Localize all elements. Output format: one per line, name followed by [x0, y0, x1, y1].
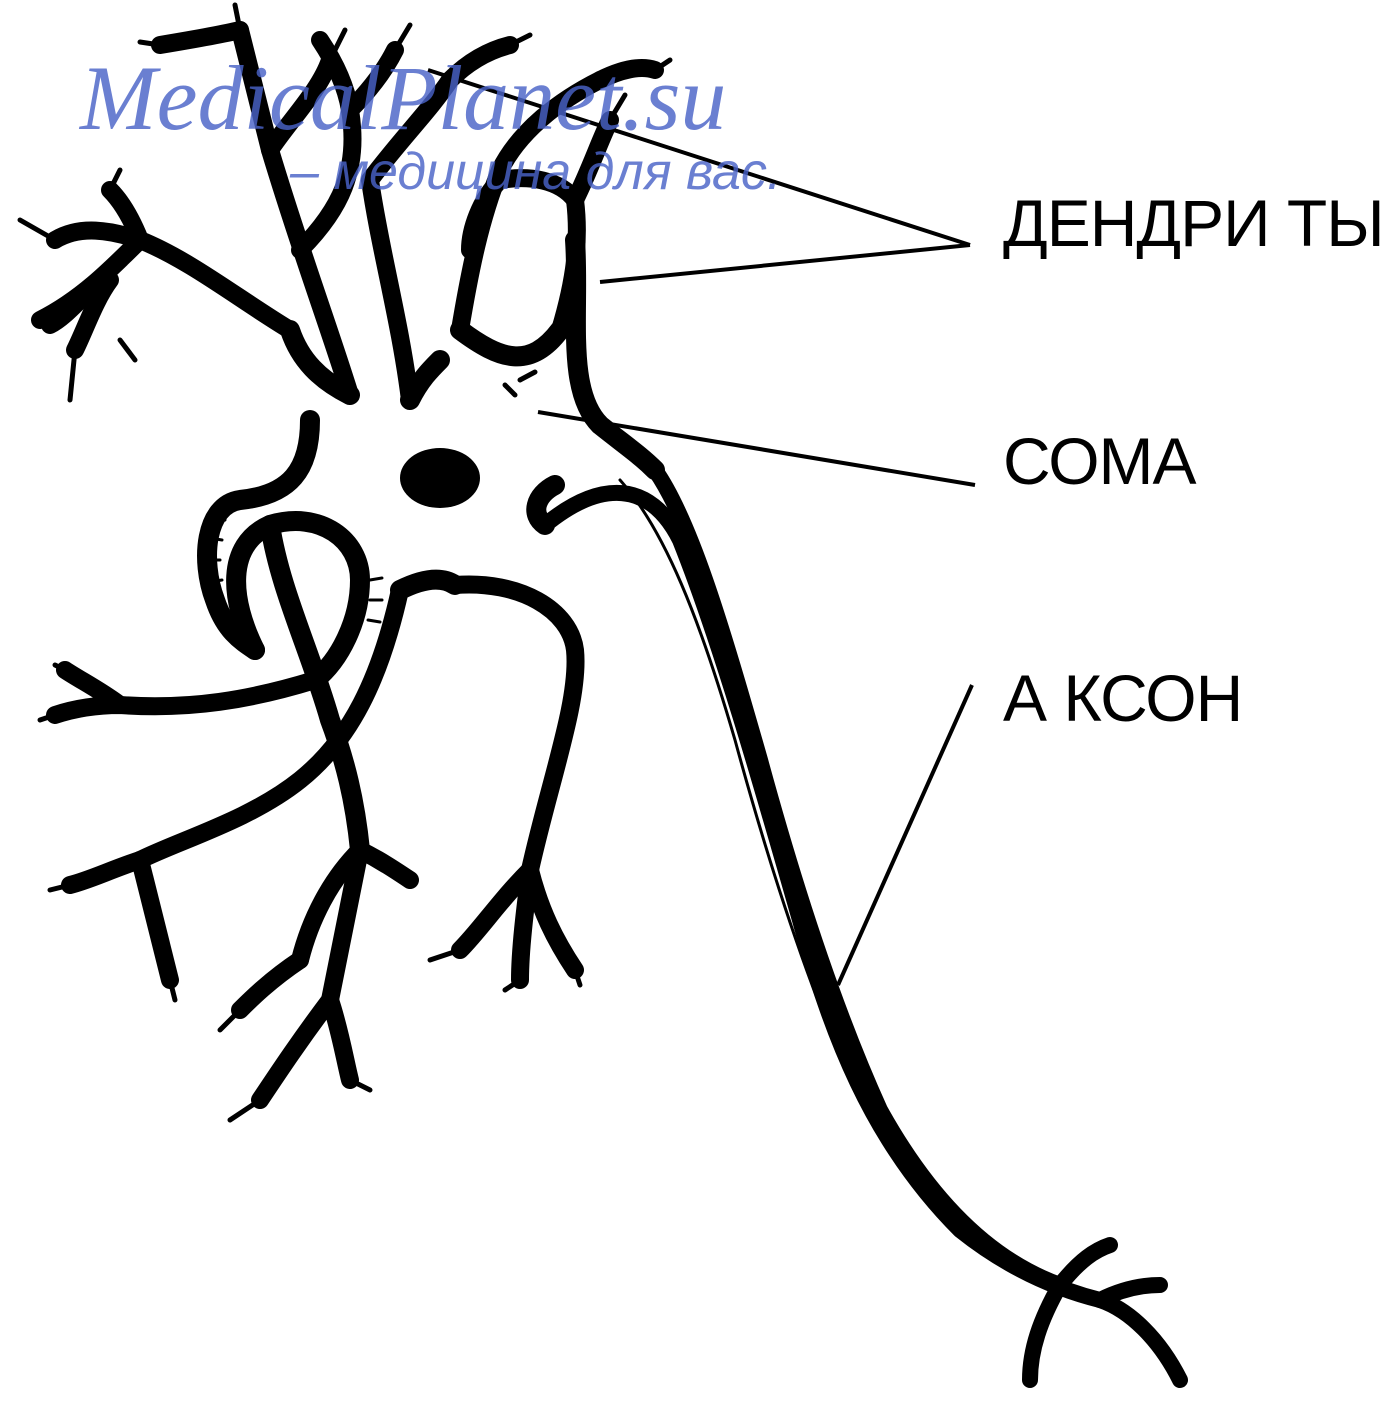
leader-line-axon: [838, 685, 972, 985]
lower-left-dendrites: [55, 590, 410, 1100]
axon-sheath-line: [620, 480, 1020, 1270]
nucleus: [400, 448, 480, 508]
axon: [545, 470, 1180, 1380]
watermark-tagline: – медицина для вас.: [290, 146, 781, 198]
label-dendrites: ДЕНДРИ ТЫ: [1003, 190, 1384, 256]
leader-line-soma: [538, 412, 975, 485]
leader-lines: [428, 70, 975, 985]
watermark-site: MedicalPlanet.su: [80, 52, 726, 144]
soma-outline: [207, 240, 655, 650]
lower-middle-dendrite: [455, 584, 576, 980]
label-axon: А КСОН: [1003, 665, 1242, 731]
leader-line-dendrites-lower: [600, 245, 970, 282]
left-dendrite: [40, 190, 290, 350]
label-soma: СОМА: [1003, 428, 1196, 494]
